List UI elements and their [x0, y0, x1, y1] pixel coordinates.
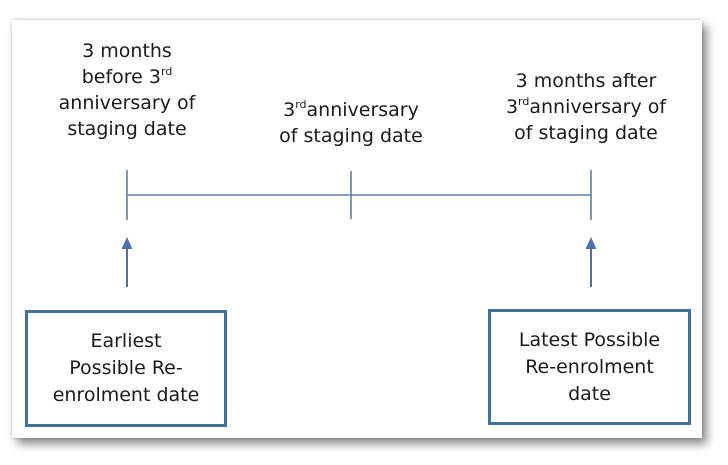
earliest-box-text: Earliest Possible Re- enrolment date	[53, 328, 200, 409]
label-mid-line2: of staging date	[279, 125, 423, 147]
label-right-num: 3	[505, 96, 519, 118]
label-right-post: anniversary of	[529, 96, 667, 118]
label-right-line1: 3 months after	[515, 70, 657, 92]
label-left-line2: before 3rd	[35, 64, 219, 90]
label-3-months-after: 3 months after 3rdanniversary of of stag…	[488, 68, 684, 146]
label-right-line3: of staging date	[514, 122, 658, 144]
label-mid-line1: 3rdanniversary	[252, 97, 450, 123]
latest-line1: Latest Possible	[518, 328, 661, 351]
arrow-right	[585, 237, 597, 287]
label-right-sup: rd	[518, 95, 530, 108]
label-3-months-before: 3 months before 3rd anniversary of stagi…	[35, 38, 219, 142]
arrow-left	[121, 237, 133, 287]
latest-box-text: Latest Possible Re-enrolment date	[519, 327, 660, 408]
latest-line2: Re-enrolment	[525, 355, 654, 378]
label-mid-post: anniversary	[306, 99, 419, 121]
label-left-line2-text: before 3	[81, 66, 161, 88]
label-left-line2-sup: rd	[160, 65, 173, 78]
earliest-line2: Possible Re-	[69, 357, 183, 379]
earliest-line3: enrolment date	[52, 384, 200, 406]
label-mid-sup: rd	[295, 98, 307, 111]
label-3rd-anniversary: 3rdanniversary of staging date	[252, 97, 450, 149]
label-left-line3: anniversary of	[58, 92, 196, 114]
earliest-reenrolment-box: Earliest Possible Re- enrolment date	[25, 310, 227, 427]
label-right-line2: 3rdanniversary of	[488, 94, 684, 120]
earliest-line1: Earliest	[90, 330, 162, 352]
label-left-line4: staging date	[67, 118, 187, 140]
label-left-line1: 3 months	[82, 40, 172, 62]
latest-line3: date	[568, 382, 611, 405]
latest-reenrolment-box: Latest Possible Re-enrolment date	[488, 309, 691, 425]
label-mid-num: 3	[283, 99, 296, 121]
